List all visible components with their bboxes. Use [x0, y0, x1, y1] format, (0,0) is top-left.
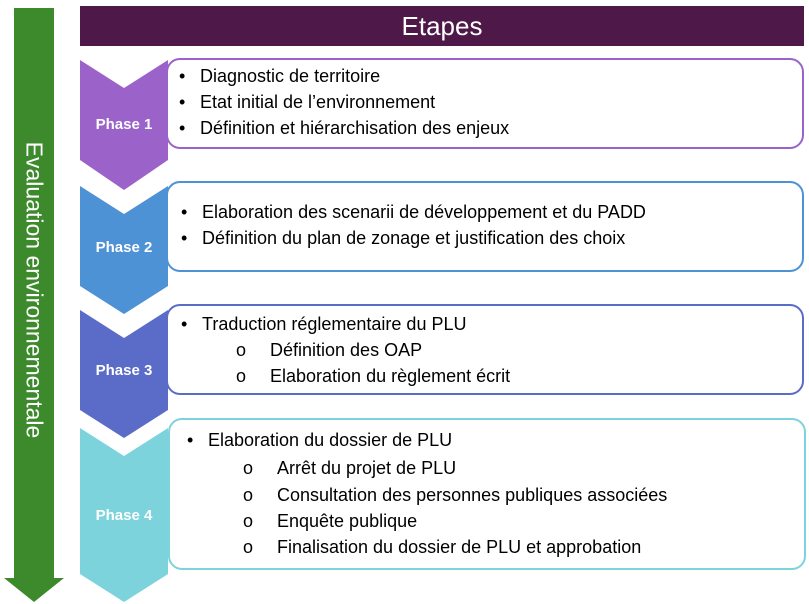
phase-4-item-1: •Elaboration du dossier de PLU — [187, 430, 453, 450]
phase-1-item-3: •Définition et hiérarchisation des enjeu… — [179, 118, 510, 138]
phase-2-box — [166, 181, 804, 272]
phase-2-label: Phase 2 — [95, 239, 153, 256]
phase-4-chevron — [80, 428, 168, 602]
phase-2-item-1: •Elaboration des scenarii de développeme… — [181, 202, 646, 222]
phase-3-chevron — [80, 310, 168, 438]
phase-4-label: Phase 4 — [95, 507, 153, 524]
evaluation-arrow-shape — [4, 8, 64, 602]
phase-1-label: Phase 1 — [95, 116, 153, 133]
phase-3-box — [166, 304, 804, 395]
phase-4-box — [168, 418, 806, 570]
steps-header: Etapes — [80, 6, 804, 46]
phase-1-box — [166, 58, 804, 149]
phase-1-item-2: •Etat initial de l’environnement — [179, 92, 436, 112]
evaluation-arrow — [4, 8, 64, 602]
phase-3-label: Phase 3 — [95, 362, 153, 379]
phase-3-item-1: •Traduction réglementaire du PLU — [181, 314, 467, 334]
phase-1-item-1: •Diagnostic de territoire — [179, 66, 381, 86]
phase-2-item-2: •Définition du plan de zonage et justifi… — [181, 228, 626, 248]
phase-1-chevron — [80, 60, 168, 190]
phase-2-chevron — [80, 186, 168, 314]
steps-header-title: Etapes — [401, 10, 483, 41]
